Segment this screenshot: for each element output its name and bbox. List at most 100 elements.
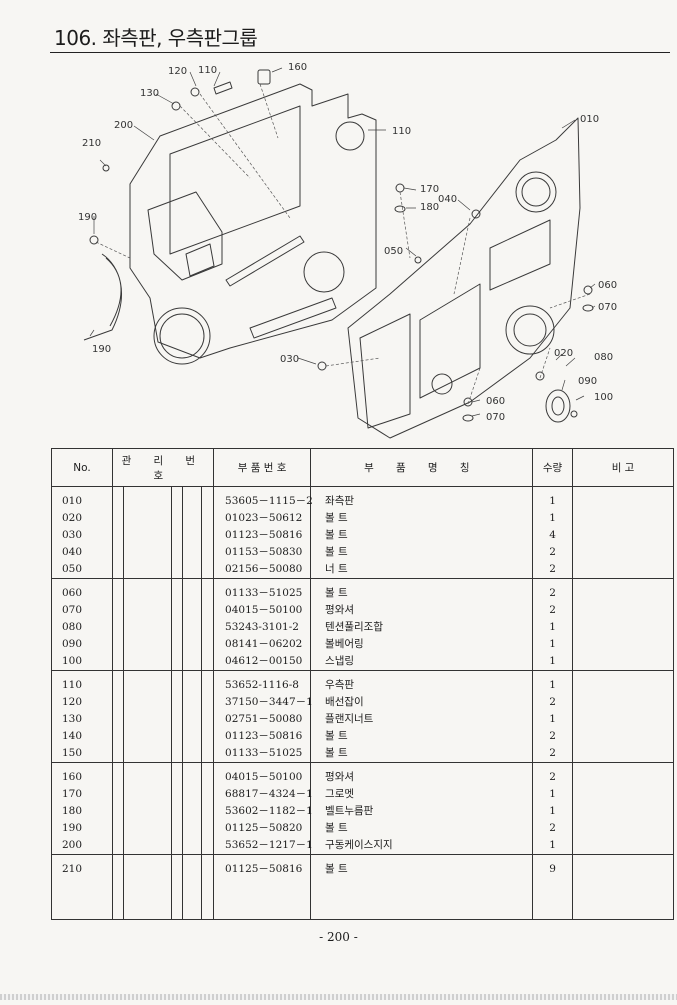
left-side-panel-010 (347, 117, 581, 439)
cell-part-no: 53652－1217－1 (225, 839, 313, 851)
callout-170: 160 (288, 62, 307, 73)
cell-part-no: 53652-1116-8 (225, 679, 299, 691)
cell-part-name: 너 트 (325, 563, 348, 575)
exploded-parts-diagram: 160 120 110 130 200 210 110 010 170 180 … (78, 62, 617, 439)
cell-no: 110 (62, 679, 83, 691)
cell-part-name: 볼 트 (325, 730, 348, 742)
cell-qty: 2 (549, 822, 556, 834)
callout-100: 100 (594, 392, 613, 403)
table-header-row: No. 관 리 번 호 부 품 번 호 부 품 명 칭 수량 비 고 (51, 448, 675, 487)
cell-part-name: 볼 트 (325, 822, 348, 834)
callout-180: 190 (92, 344, 111, 355)
cell-no: 120 (62, 696, 83, 708)
cell-no: 060 (62, 587, 83, 599)
title-rule (50, 52, 670, 53)
cell-qty: 2 (549, 604, 556, 616)
callout-150: 170 (420, 184, 439, 195)
cell-no: 160 (62, 771, 83, 783)
header-part-name: 부 품 명 칭 (310, 448, 534, 487)
cell-remark (572, 854, 675, 920)
cell-no: 180 (62, 805, 83, 817)
cell-qty: 2 (549, 696, 556, 708)
cell-qty: 1 (549, 638, 556, 650)
cell-part-no: 01123－50816 (225, 730, 303, 742)
cell-part-no: 02156－50080 (225, 563, 303, 575)
header-qty: 수량 (532, 448, 574, 487)
cell-part-name: 구동케이스지지 (325, 839, 393, 851)
cell-part-name: 볼 트 (325, 529, 348, 541)
cell-no: 010 (62, 495, 83, 507)
cell-part-no: 01023－50612 (225, 512, 303, 524)
cell-no: 080 (62, 621, 83, 633)
callout-090: 090 (578, 376, 597, 387)
cell-part-no: 04612－00150 (225, 655, 303, 667)
cell-qty: 1 (549, 495, 556, 507)
cell-part-name: 볼 트 (325, 546, 348, 558)
cell-qty: 2 (549, 546, 556, 558)
callout-140: 130 (140, 88, 159, 99)
cell-qty: 1 (549, 805, 556, 817)
cell-part-no: 04015－50100 (225, 604, 303, 616)
cell-part-name: 볼 트 (325, 512, 348, 524)
belt-press-plate-180 (83, 253, 122, 341)
cell-no: 130 (62, 713, 83, 725)
cell-part-no: 02751－50080 (225, 713, 303, 725)
cell-part-no: 01123－50816 (225, 529, 303, 541)
cell-qty: 2 (549, 563, 556, 575)
cell-no: 140 (62, 730, 83, 742)
cell-part-no: 04015－50100 (225, 771, 303, 783)
cell-part-no: 01125－50816 (225, 863, 303, 875)
callout-160: 180 (420, 202, 439, 213)
cell-qty: 1 (549, 679, 556, 691)
cell-qty: 1 (549, 713, 556, 725)
cell-part-name: 벨트누름판 (325, 805, 374, 817)
cell-qty: 1 (549, 788, 556, 800)
cell-remark (572, 670, 675, 763)
cell-remark (572, 486, 675, 579)
drive-case-support-200 (147, 191, 223, 281)
cell-part-no: 01133－51025 (225, 747, 303, 759)
cell-qty: 1 (549, 512, 556, 524)
table-row-group: 210 01125－50816 볼 트 9 (51, 854, 675, 920)
cell-part-name: 볼베어링 (325, 638, 364, 650)
callout-020: 020 (554, 348, 573, 359)
cell-part-no: 01125－50820 (225, 822, 303, 834)
callout-210: 210 (82, 138, 101, 149)
callout-010: 010 (580, 114, 599, 125)
cell-no: 020 (62, 512, 83, 524)
cell-part-name: 플랜지너트 (325, 713, 374, 725)
cell-no: 190 (62, 822, 83, 834)
cell-no: 050 (62, 563, 83, 575)
cell-no: 070 (62, 604, 83, 616)
cell-qty: 2 (549, 771, 556, 783)
cell-no: 200 (62, 839, 83, 851)
cell-part-no: 01133－51025 (225, 587, 303, 599)
callout-190: 190 (78, 212, 97, 223)
callout-080: 080 (594, 352, 613, 363)
cell-part-no: 01153－50830 (225, 546, 303, 558)
cell-no: 170 (62, 788, 83, 800)
tension-pulley-080 (545, 389, 571, 423)
cell-part-name: 볼 트 (325, 587, 348, 599)
cell-part-name: 스냅링 (325, 655, 355, 667)
cell-part-no: 08141－06202 (225, 638, 303, 650)
callout-200: 200 (114, 120, 133, 131)
callout-110: 110 (392, 126, 411, 137)
callout-070b: 070 (486, 412, 505, 423)
callout-130: 120 (168, 66, 187, 77)
cell-qty: 4 (549, 529, 556, 541)
cell-part-name: 텐션풀리조합 (325, 621, 383, 633)
cell-part-name: 좌측판 (325, 495, 355, 507)
cell-part-name: 배선잡이 (325, 696, 364, 708)
cell-no: 090 (62, 638, 83, 650)
callout-120: 110 (198, 65, 217, 76)
cell-part-name: 그로멧 (325, 788, 355, 800)
cell-qty: 9 (549, 863, 556, 875)
cell-qty: 1 (549, 621, 556, 633)
cell-part-no: 37150－3447－1 (225, 696, 313, 708)
cell-no: 030 (62, 529, 83, 541)
cell-part-name: 평와셔 (325, 604, 355, 616)
cell-qty: 2 (549, 587, 556, 599)
